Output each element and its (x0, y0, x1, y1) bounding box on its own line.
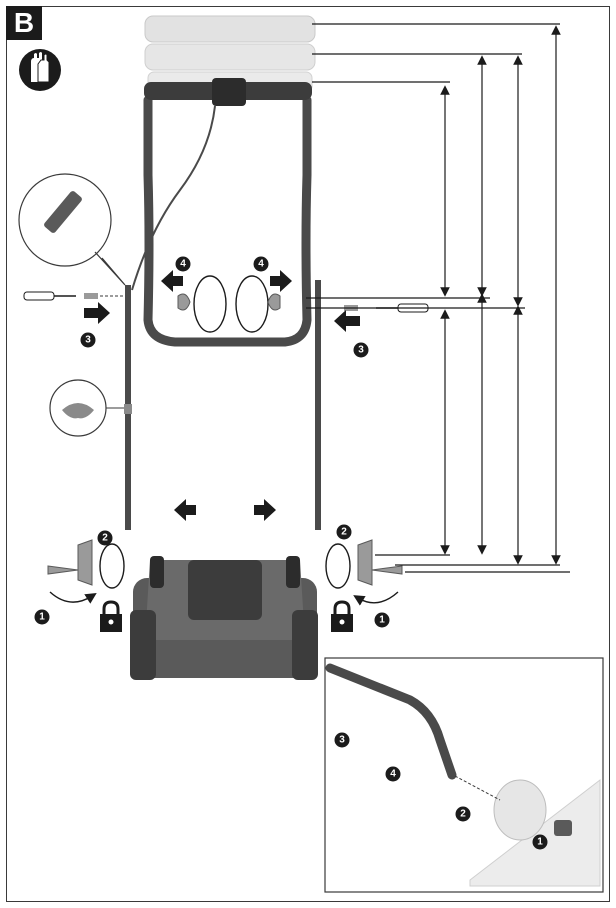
svg-text:1: 1 (379, 615, 385, 626)
svg-text:4: 4 (258, 259, 264, 270)
upper-handle (131, 78, 312, 347)
svg-text:3: 3 (358, 345, 364, 356)
svg-text:2: 2 (460, 809, 466, 820)
dimension-lines (306, 23, 570, 573)
svg-text:1: 1 (39, 612, 45, 623)
svg-text:1: 1 (537, 837, 543, 848)
svg-text:3: 3 (85, 335, 91, 346)
gloves-icon (19, 49, 61, 91)
svg-text:2: 2 (102, 533, 108, 544)
step-badge-4: 4 (385, 766, 401, 782)
step-badge-4: 4 (253, 256, 269, 272)
diagram-frame (6, 6, 610, 902)
cable-clip (124, 404, 132, 414)
step-badge-3: 3 (80, 332, 96, 348)
inset-detail (324, 657, 604, 893)
step-badge-2: 2 (455, 806, 471, 822)
svg-text:4: 4 (390, 769, 396, 780)
step-badge-2: 2 (97, 530, 113, 546)
cable-clip-callout (49, 379, 124, 437)
step-badge-1: 1 (532, 834, 548, 850)
step-badges: 4 4 3 3 2 2 1 1 3 4 2 1 (34, 256, 548, 850)
step-badge-4: 4 (175, 256, 191, 272)
lower-tubes (124, 280, 321, 530)
svg-text:2: 2 (341, 527, 347, 538)
svg-text:3: 3 (339, 735, 345, 746)
section-label: B (6, 6, 42, 40)
lock-icon (100, 600, 353, 632)
step-badge-1: 1 (374, 612, 390, 628)
step-badge-2: 2 (336, 524, 352, 540)
connector-callout (18, 173, 126, 286)
step-badge-3: 3 (353, 342, 369, 358)
mower-body (130, 556, 318, 680)
svg-text:4: 4 (180, 259, 186, 270)
step-badge-3: 3 (334, 732, 350, 748)
step-badge-1: 1 (34, 609, 50, 625)
